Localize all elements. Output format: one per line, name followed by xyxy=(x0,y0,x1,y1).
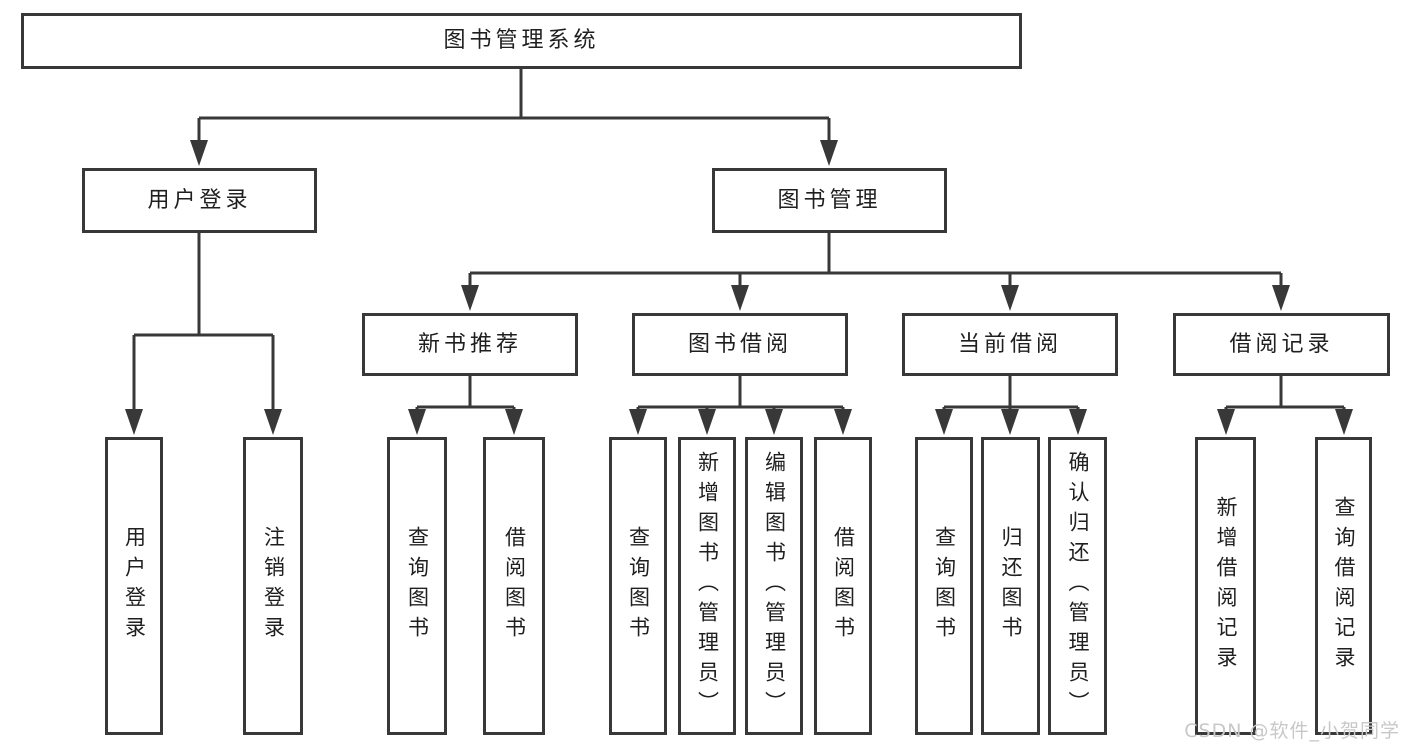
leaf-borrow-books-recommend: 借阅图书 xyxy=(483,437,545,735)
node-label: 查询借阅记录 xyxy=(1332,496,1356,676)
leaf-edit-book-admin: 编辑图书（管理员） xyxy=(745,437,803,735)
leaf-query-borrow-record: 查询借阅记录 xyxy=(1315,437,1372,735)
node-book-management: 图书管理 xyxy=(712,168,947,233)
node-label: 编辑图书（管理员） xyxy=(762,451,787,721)
leaf-logout: 注销登录 xyxy=(243,437,303,735)
node-label: 归还图书 xyxy=(999,526,1023,646)
leaf-query-books-borrow: 查询图书 xyxy=(609,437,667,735)
node-label: 图书管理 xyxy=(777,187,882,213)
node-label: 查询图书 xyxy=(932,526,957,646)
node-library-management-system: 图书管理系统 xyxy=(21,13,1022,69)
node-label: 确认归还（管理员） xyxy=(1066,451,1090,721)
node-label: 注销登录 xyxy=(261,526,286,646)
node-book-borrow: 图书借阅 xyxy=(632,313,848,376)
csdn-watermark: CSDN @软件_小贺同学 xyxy=(1184,720,1400,742)
node-label: 借阅记录 xyxy=(1229,331,1334,357)
leaf-query-books-current: 查询图书 xyxy=(915,437,973,735)
leaf-return-book: 归还图书 xyxy=(981,437,1040,735)
connector-shafts xyxy=(132,69,1346,413)
node-current-borrow: 当前借阅 xyxy=(902,313,1118,376)
leaf-borrow-books: 借阅图书 xyxy=(814,437,872,735)
node-label: 图书管理系统 xyxy=(443,28,600,53)
leaf-add-borrow-record: 新增借阅记录 xyxy=(1195,437,1256,735)
node-new-book-recommend: 新书推荐 xyxy=(362,313,578,376)
leaf-query-books-recommend: 查询图书 xyxy=(387,437,447,735)
node-user-login: 用户登录 xyxy=(82,168,317,233)
node-label: 用户登录 xyxy=(147,187,252,213)
node-label: 借阅图书 xyxy=(502,526,527,646)
node-label: 借阅图书 xyxy=(831,526,856,646)
node-label: 图书借阅 xyxy=(687,331,792,357)
leaf-user-login: 用户登录 xyxy=(105,437,163,735)
node-label: 查询图书 xyxy=(626,526,651,646)
node-label: 新书推荐 xyxy=(417,331,522,357)
node-label: 查询图书 xyxy=(405,526,430,646)
node-borrow-records: 借阅记录 xyxy=(1173,313,1390,376)
node-label: 当前借阅 xyxy=(957,331,1062,357)
node-label: 新增图书（管理员） xyxy=(695,451,720,721)
connector-arrowheads xyxy=(125,140,1353,435)
node-label: 新增借阅记录 xyxy=(1214,496,1238,676)
leaf-add-book-admin: 新增图书（管理员） xyxy=(678,437,736,735)
leaf-confirm-return-admin: 确认归还（管理员） xyxy=(1048,437,1107,735)
node-label: 用户登录 xyxy=(122,526,147,646)
